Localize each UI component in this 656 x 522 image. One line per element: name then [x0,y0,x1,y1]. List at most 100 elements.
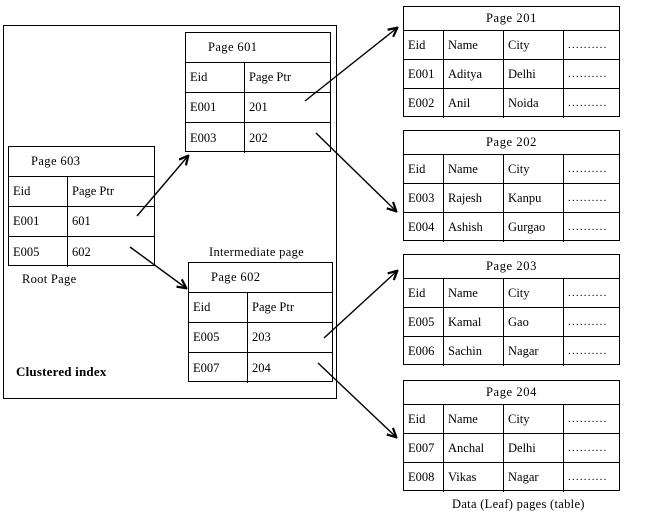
page-202-row-eid: E003 [404,184,444,212]
root-page-table: Page 603 Eid Page Ptr E001 601 E005 602 [8,146,155,267]
page-201-row-name: Aditya [444,60,504,88]
page-203-row-eid: E005 [404,308,444,336]
root-page-caption: Root Page [22,272,77,286]
root-page-row-ptr: 602 [72,244,91,259]
clustered-index-caption: Clustered index [16,364,107,379]
page-202-title: Page 202 [404,131,619,155]
page-204-header-row: Eid Name City .......... [404,405,619,434]
page-201-row-eid: E001 [404,60,444,88]
page-602-header-row: Eid Page Ptr [189,293,332,323]
page-202-row: E003 Rajesh Kanpu .......... [404,184,619,213]
page-204-title: Page 204 [404,381,619,405]
root-page-row: E005 602 [9,237,154,267]
page-601-table: Page 601 Eid Page Ptr E001 201 E003 202 [185,32,331,153]
clustered-index-frame [3,25,337,399]
page-203-row-name: Sachin [444,337,504,366]
root-page-title: Page 603 [9,147,154,177]
page-204-row-more: .......... [568,441,608,454]
page-601-row-ptr: 202 [249,130,268,145]
page-602-row-eid: E007 [189,353,248,383]
root-page-header-eid: Eid [9,177,68,206]
root-page-header-row: Eid Page Ptr [9,177,154,207]
page-201-row: E002 Anil Noida .......... [404,89,619,118]
page-203-row-name: Kamal [444,308,504,336]
page-202-row-eid: E004 [404,213,444,242]
page-201-row-more: .......... [568,67,608,80]
page-601-row-eid: E003 [186,123,245,153]
page-203-row-city: Gao [504,308,564,336]
page-203-row-more: .......... [568,345,608,357]
page-204-row-name: Vikas [444,463,504,492]
page-602-row: E005 203 [189,323,332,353]
page-204-header-name: Name [444,405,504,433]
page-202-header-city: City [504,155,564,183]
page-204-row: E008 Vikas Nagar .......... [404,463,619,492]
root-page-row-ptr: 601 [72,214,91,229]
page-203-title: Page 203 [404,255,619,279]
page-203-header-name: Name [444,279,504,307]
page-204-row: E007 Anchal Delhi .......... [404,434,619,463]
page-202-header-more: .......... [568,162,608,175]
page-202-row: E004 Ashish Gurgao .......... [404,213,619,242]
page-203-row-more: .......... [568,315,608,328]
page-204-row-eid: E007 [404,434,444,462]
page-203-header-eid: Eid [404,279,444,307]
page-201-header-more: .......... [568,38,608,51]
page-602-table: Page 602 Eid Page Ptr E005 203 E007 204 [188,262,333,383]
page-204-row-name: Anchal [444,434,504,462]
page-201-header-eid: Eid [404,31,444,59]
page-601-header-page-ptr: Page Ptr [249,70,292,85]
page-203-header-city: City [504,279,564,307]
page-601-header-row: Eid Page Ptr [186,63,330,93]
page-204-row-city: Delhi [504,434,564,462]
page-204-table: Page 204 Eid Name City .......... E007 A… [403,380,620,492]
page-203-header-more: .......... [568,286,608,299]
page-601-row: E001 201 [186,93,330,123]
page-601-row-ptr: 201 [249,100,268,115]
page-203-row-city: Nagar [504,337,564,366]
page-201-row-more: .......... [568,97,608,109]
page-202-header-eid: Eid [404,155,444,183]
page-202-row-more: .......... [568,221,608,233]
page-203-header-row: Eid Name City .......... [404,279,619,308]
page-201-header-city: City [504,31,564,59]
leaf-pages-caption: Data (Leaf) pages (table) [452,497,585,511]
root-page-header-page-ptr: Page Ptr [72,184,115,199]
page-203-row-eid: E006 [404,337,444,366]
page-203-table: Page 203 Eid Name City .......... E005 K… [403,254,620,366]
page-201-row-eid: E002 [404,89,444,118]
page-202-header-row: Eid Name City .......... [404,155,619,184]
page-204-row-more: .......... [568,471,608,483]
page-204-header-eid: Eid [404,405,444,433]
page-602-row-ptr: 203 [252,330,271,345]
page-201-row-name: Anil [444,89,504,118]
page-201-row: E001 Aditya Delhi .......... [404,60,619,89]
page-204-header-more: .......... [568,412,608,425]
page-202-row-city: Kanpu [504,184,564,212]
page-204-header-city: City [504,405,564,433]
root-page-row: E001 601 [9,207,154,237]
page-602-title: Page 602 [189,263,332,293]
root-page-row-eid: E005 [9,237,68,267]
page-202-row-more: .......... [568,191,608,204]
page-201-title: Page 201 [404,7,619,31]
page-202-row-name: Ashish [444,213,504,242]
page-201-header-row: Eid Name City .......... [404,31,619,60]
page-202-row-name: Rajesh [444,184,504,212]
page-201-row-city: Delhi [504,60,564,88]
page-201-table: Page 201 Eid Name City .......... E001 A… [403,6,620,118]
page-203-row: E006 Sachin Nagar .......... [404,337,619,366]
page-201-row-city: Noida [504,89,564,118]
page-204-row-city: Nagar [504,463,564,492]
page-601-row-eid: E001 [186,93,245,122]
page-601-title: Page 601 [186,33,330,63]
intermediate-page-caption: Intermediate page [209,245,304,259]
page-202-header-name: Name [444,155,504,183]
root-page-row-eid: E001 [9,207,68,236]
page-601-header-eid: Eid [186,63,245,92]
page-202-table: Page 202 Eid Name City .......... E003 R… [403,130,620,242]
page-601-row: E003 202 [186,123,330,153]
page-602-row: E007 204 [189,353,332,383]
page-202-row-city: Gurgao [504,213,564,242]
